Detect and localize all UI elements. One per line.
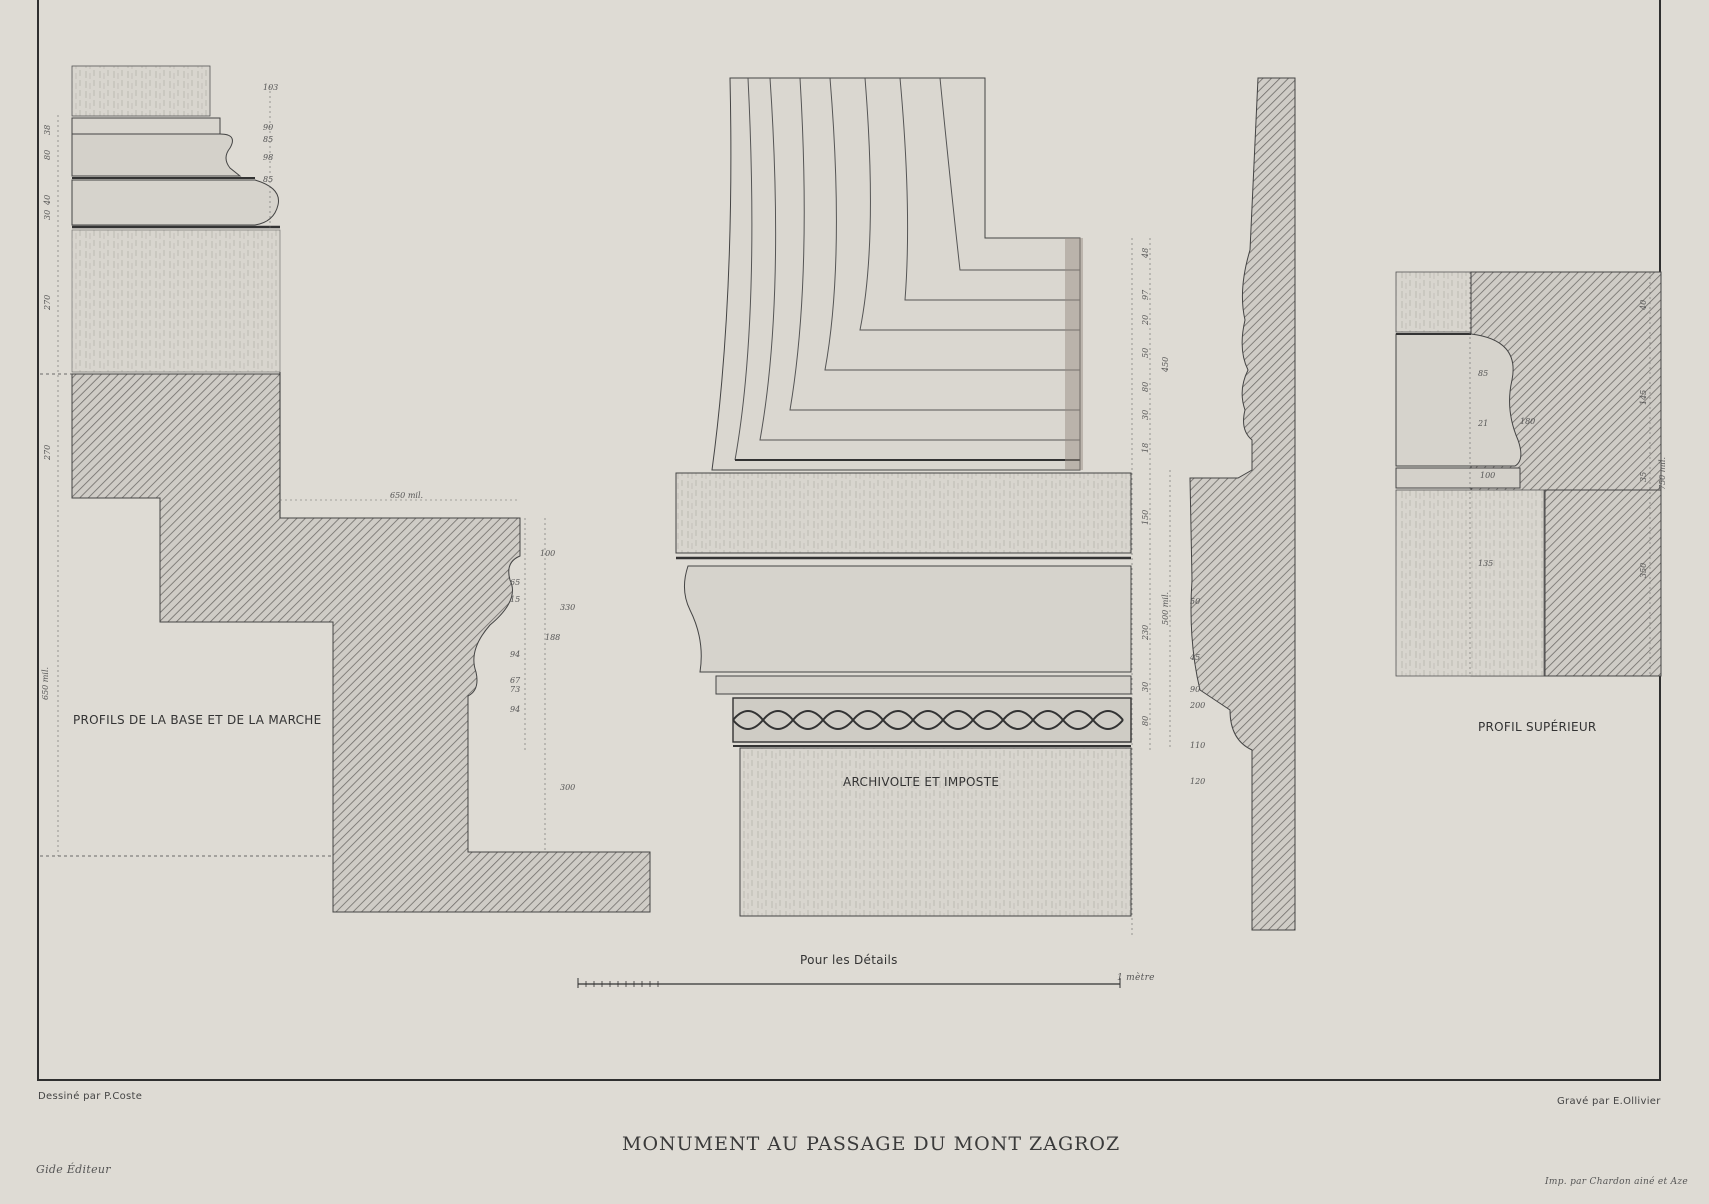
dimension-value: 85 bbox=[1478, 369, 1488, 378]
dimension-value: 100 bbox=[540, 549, 555, 558]
dimension-value: 500 mil. bbox=[1161, 592, 1170, 625]
dimension-value: 50 bbox=[1190, 597, 1200, 606]
dimension-value: 67 bbox=[510, 676, 521, 685]
archivolt-drawing bbox=[675, 77, 1171, 935]
dimension-value: 65 bbox=[510, 578, 520, 587]
dimension-value: 270 bbox=[43, 295, 52, 311]
credit-printer: Imp. par Chardon ainé et Aze bbox=[1545, 1177, 1689, 1187]
credit-engraved: Gravé par E.Ollivier bbox=[1557, 1096, 1661, 1107]
dimension-value: 120 bbox=[1190, 777, 1205, 786]
dimension-value: 90 bbox=[263, 123, 273, 132]
dimension-value: 38 bbox=[43, 125, 52, 135]
dimension-value: 45 bbox=[1189, 653, 1200, 662]
scale-bar bbox=[577, 978, 1121, 988]
base-profile-drawing bbox=[40, 65, 651, 913]
dimension-value: 188 bbox=[545, 633, 560, 642]
dimension-value: 450 bbox=[1161, 357, 1170, 373]
dimension-value: 650 mil. bbox=[390, 491, 423, 500]
dimension-value: 750 mil. bbox=[1658, 457, 1667, 490]
dimension-value: 30 bbox=[1141, 682, 1150, 692]
dimension-value: 94 bbox=[510, 650, 520, 659]
credit-drawn: Dessiné par P.Coste bbox=[38, 1091, 143, 1102]
upper-profile-drawing bbox=[1395, 271, 1662, 677]
dimension-value: 94 bbox=[510, 705, 520, 714]
scale-label: Pour les Détails bbox=[800, 953, 898, 967]
credit-publisher: Gide Éditeur bbox=[36, 1163, 111, 1176]
dimension-value: 150 bbox=[1141, 510, 1150, 525]
dimension-value: 330 bbox=[560, 603, 575, 612]
dimension-value: 80 bbox=[1141, 382, 1150, 392]
archivolt-side-profile bbox=[1189, 77, 1296, 931]
dimension-value: 90 bbox=[1190, 685, 1200, 694]
dimension-value: 15 bbox=[510, 595, 520, 604]
dimension-value: 30 bbox=[1141, 410, 1150, 420]
dimension-labels: 103 90 85 98 85 38 80 40 30 270 270 650 mil. 650 mil… bbox=[41, 83, 1667, 792]
plate-title: MONUMENT AU PASSAGE DU MONT ZAGROZ bbox=[622, 1133, 1121, 1155]
dimension-value: 85 bbox=[263, 135, 273, 144]
dimension-value: 180 bbox=[1520, 417, 1535, 426]
dimension-value: 40 bbox=[43, 195, 52, 206]
caption-upper-profile: PROFIL SUPÉRIEUR bbox=[1478, 720, 1597, 734]
dimension-value: 73 bbox=[510, 685, 520, 694]
dimension-value: 48 bbox=[1141, 248, 1150, 259]
dimension-value: 35 bbox=[1639, 472, 1648, 482]
dimension-value: 230 bbox=[1141, 625, 1150, 641]
dimension-value: 50 bbox=[1141, 348, 1150, 358]
dimension-value: 80 bbox=[1141, 716, 1150, 726]
dimension-value: 98 bbox=[263, 153, 273, 162]
dimension-value: 110 bbox=[1190, 741, 1205, 750]
dimension-value: 270 bbox=[43, 445, 52, 461]
dimension-value: 100 bbox=[1480, 471, 1495, 480]
dimension-value: 30 bbox=[43, 210, 52, 220]
dimension-value: 103 bbox=[263, 83, 278, 92]
dimension-value: 300 bbox=[560, 783, 575, 792]
dimension-value: 135 bbox=[1478, 559, 1493, 568]
dimension-value: 40 bbox=[1639, 300, 1648, 311]
dimension-value: 650 mil. bbox=[41, 667, 50, 700]
scale-end-label: 1 mètre bbox=[1117, 973, 1155, 983]
dimension-value: 145 bbox=[1639, 390, 1648, 405]
dimension-value: 80 bbox=[43, 150, 52, 160]
dimension-value: 350 bbox=[1639, 563, 1648, 578]
dimension-value: 21 bbox=[1477, 419, 1488, 428]
dimension-value: 200 bbox=[1189, 701, 1205, 710]
dimension-value: 85 bbox=[263, 175, 273, 184]
dimension-value: 97 bbox=[1141, 289, 1150, 300]
dimension-value: 18 bbox=[1141, 443, 1150, 453]
caption-base-profile: PROFILS DE LA BASE ET DE LA MARCHE bbox=[73, 713, 322, 727]
caption-archivolte: ARCHIVOLTE ET IMPOSTE bbox=[843, 775, 1000, 789]
dimension-value: 20 bbox=[1141, 315, 1150, 326]
